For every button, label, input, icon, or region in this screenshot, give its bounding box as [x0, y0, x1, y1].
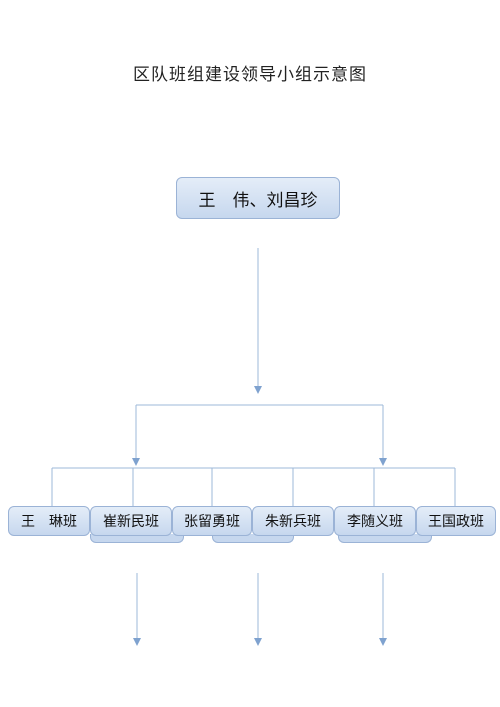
team-label-3: 张留勇班	[184, 514, 240, 530]
team-box-6: 王国政班	[416, 506, 496, 536]
leader-names: 王 伟、刘昌珍	[198, 190, 318, 211]
team-label-6: 王国政班	[428, 514, 484, 530]
leader-box: 王 伟、刘昌珍	[176, 177, 340, 219]
team-label-5: 李随义班	[347, 514, 403, 530]
team-box-4: 朱新兵班	[252, 506, 334, 536]
team-label-4: 朱新兵班	[265, 514, 321, 530]
team-box-1: 王 琳班	[8, 506, 90, 536]
team-box-shadow	[338, 534, 432, 543]
team-box-shadow	[90, 534, 184, 543]
team-label-2: 崔新民班	[103, 514, 159, 530]
team-label-1: 王 琳班	[21, 514, 77, 530]
diagram-title: 区队班组建设领导小组示意图	[133, 65, 367, 85]
team-box-5: 李随义班	[334, 506, 416, 536]
team-box-shadow	[212, 534, 294, 543]
team-box-2: 崔新民班	[90, 506, 172, 536]
team-box-3: 张留勇班	[172, 506, 252, 536]
